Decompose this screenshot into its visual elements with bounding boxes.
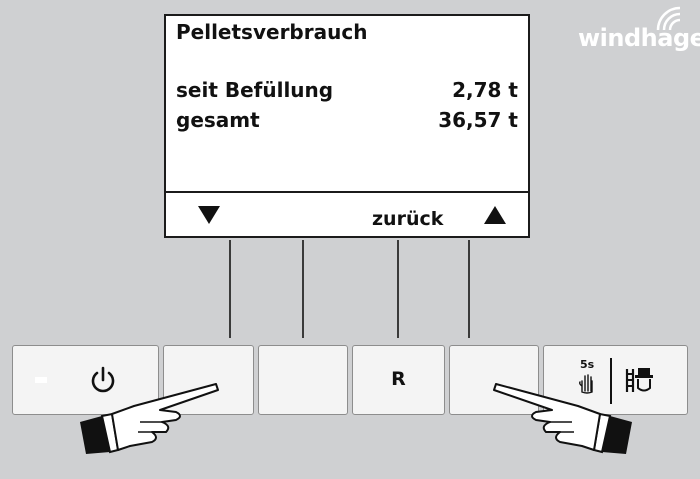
reset-label: R [391,368,406,390]
brand-logo: windhager [578,24,700,52]
softkey-blank-button[interactable] [258,345,348,415]
chimney-sweep-icon [625,368,653,392]
connector-line [302,240,304,338]
reset-button[interactable]: R [352,345,445,415]
pointing-hand-icon [80,383,219,454]
display-title: Pelletsverbrauch [176,20,368,44]
connector-line [397,240,399,338]
softkey-up-button[interactable] [449,345,539,415]
row-label: gesamt [176,108,260,132]
arrow-down-icon [198,206,220,224]
row-value: 2,78 t [452,78,518,102]
softkey-divider [166,191,528,193]
row-label: seit Befüllung [176,78,334,102]
row-value: 36,57 t [438,108,518,132]
power-button[interactable] [12,345,159,415]
connector-line [468,240,470,338]
button-separator [610,358,612,404]
arrow-up-icon [484,206,506,224]
power-icon [91,366,115,393]
softkey-back-label: zurück [372,208,444,230]
button-bar: R 5s [12,345,688,415]
wifi-icon [656,6,681,31]
pointing-hand-icon [493,383,632,454]
timer-label: 5s [580,358,595,371]
connector-line [229,240,231,338]
chimney-sweep-button[interactable]: 5s [543,345,688,415]
lcd-display: Pelletsverbrauch seit Befüllung 2,78 t g… [164,14,530,238]
hand-icon [579,374,593,394]
status-led [35,377,47,383]
